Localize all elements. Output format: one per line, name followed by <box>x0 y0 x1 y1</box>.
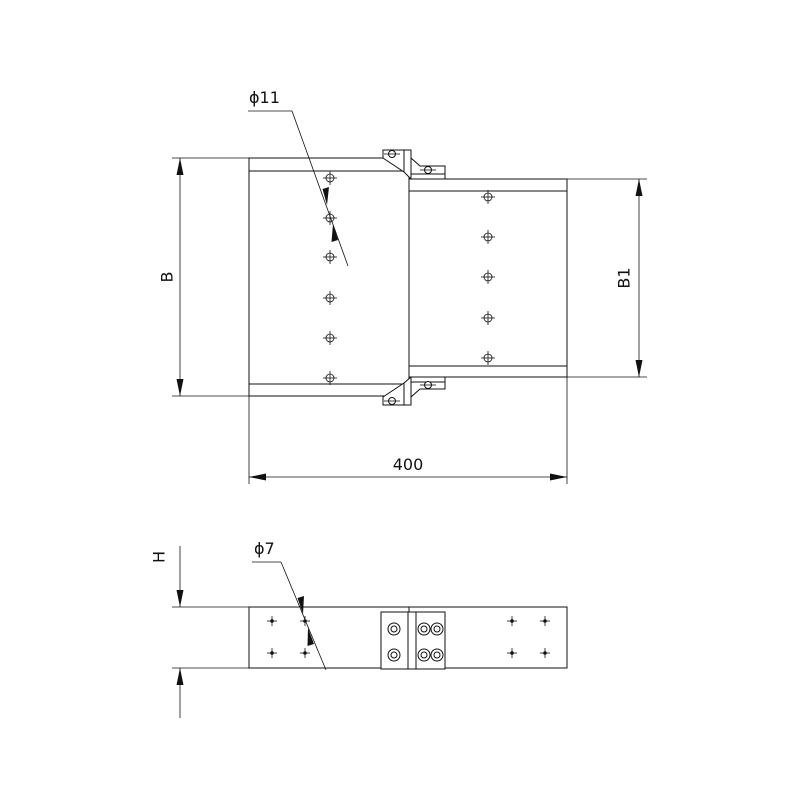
hole-callout-11: ϕ11 <box>248 88 349 267</box>
dimension-b1-label: B1 <box>615 267 634 288</box>
dimension-b-label: B <box>158 272 177 283</box>
hole-callout-11-label: ϕ11 <box>249 88 280 107</box>
hole-callout-7: ϕ7 <box>252 539 327 671</box>
bottom-bracket <box>382 376 446 406</box>
dimension-b: B <box>158 157 249 397</box>
side-view: H ϕ7 <box>150 539 568 718</box>
dimension-400-label: 400 <box>393 455 424 474</box>
dimension-h: H <box>150 546 249 718</box>
dimension-b1: B1 <box>567 178 647 378</box>
dimension-400: 400 <box>248 377 568 484</box>
top-view: B B1 400 ϕ11 <box>158 88 647 484</box>
top-bracket <box>382 149 446 180</box>
side-connector-plates <box>380 611 446 670</box>
narrow-tray-section <box>408 178 568 378</box>
dimension-h-label: H <box>150 551 169 563</box>
hole-callout-7-label: ϕ7 <box>254 539 275 558</box>
wide-tray-section <box>248 157 410 397</box>
